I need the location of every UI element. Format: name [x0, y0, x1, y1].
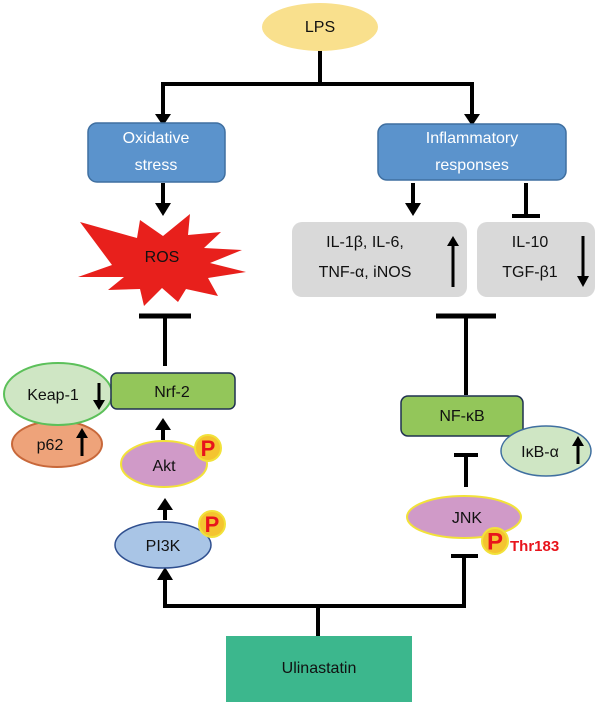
- node-keap1[interactable]: Keap-1: [3, 362, 113, 426]
- node-pi3k[interactable]: PI3K P: [114, 510, 226, 569]
- phosphorylation-icon: [194, 434, 222, 462]
- inflammatory-label-line2: responses: [435, 157, 509, 174]
- phospho-site-label: Thr183: [510, 538, 559, 555]
- pi3k-ellipse: [114, 521, 212, 569]
- arrowhead-to-cytokines-up: [405, 203, 421, 216]
- nrf2-box: [110, 372, 236, 410]
- cytokines-up-line2: TNF-α, iNOS: [319, 264, 412, 281]
- node-ros[interactable]: ROS: [78, 214, 246, 306]
- oxidative-stress-label-line2: stress: [135, 157, 178, 174]
- node-cytokines-up[interactable]: IL-1β, IL-6, TNF-α, iNOS: [292, 222, 467, 297]
- up-arrow-icon: [447, 236, 459, 287]
- oxidative-stress-box: [87, 122, 226, 183]
- phospho-label: P: [201, 436, 216, 461]
- nfkb-box: [400, 395, 524, 437]
- ros-burst-shape: [78, 214, 246, 306]
- phospho-badge: P: [194, 434, 222, 462]
- inflammatory-label-line1: Inflammatory: [426, 130, 518, 147]
- jnk-label: JNK: [452, 510, 483, 527]
- phospho-label: P: [205, 512, 220, 537]
- cytokines-down-line1: IL-10: [512, 234, 549, 251]
- down-arrow-icon: [93, 383, 105, 410]
- inflammatory-responses-box: [377, 123, 567, 181]
- node-akt[interactable]: Akt P: [120, 434, 222, 488]
- cytokines-up-line1: IL-1β, IL-6,: [326, 234, 404, 251]
- lps-label: LPS: [305, 19, 335, 36]
- edge-ulinastatin-split: [163, 556, 466, 608]
- arrowhead-to-inflammatory: [464, 114, 480, 126]
- edge-lps-split: [161, 82, 474, 117]
- arrowhead-to-nrf2: [155, 418, 171, 430]
- akt-ellipse: [120, 440, 208, 488]
- phosphorylation-icon: [198, 510, 226, 538]
- down-arrow-icon: [577, 236, 589, 287]
- arrowhead-to-akt: [157, 498, 173, 510]
- cytokines-up-box: [292, 222, 467, 297]
- node-nrf2[interactable]: Nrf-2: [110, 372, 236, 410]
- node-jnk[interactable]: JNK P Thr183: [406, 495, 559, 555]
- nrf2-label: Nrf-2: [154, 384, 190, 401]
- cytokines-down-box: [477, 222, 595, 297]
- node-nfkb[interactable]: NF-κB: [400, 395, 524, 437]
- connectors: [139, 50, 540, 636]
- p62-label: p62: [37, 437, 64, 454]
- lps-ellipse: [262, 3, 378, 51]
- arrowhead-to-oxidative-stress: [155, 114, 171, 126]
- ulinastatin-box: [226, 636, 412, 702]
- ikba-ellipse: [500, 425, 592, 477]
- arrowhead-to-ros: [155, 203, 171, 216]
- ros-label: ROS: [145, 249, 180, 266]
- phospho-badge: P: [481, 527, 509, 555]
- node-cytokines-down[interactable]: IL-10 TGF-β1: [477, 222, 595, 297]
- arrowhead-to-pi3k: [157, 567, 173, 580]
- phospho-label: P: [487, 528, 503, 555]
- up-arrow-icon: [76, 428, 88, 456]
- node-ikba[interactable]: IκB-α: [500, 425, 592, 477]
- node-lps[interactable]: LPS: [262, 3, 378, 51]
- pi3k-label: PI3K: [146, 538, 181, 555]
- phospho-badge: P: [198, 510, 226, 538]
- nfkb-label: NF-κB: [439, 408, 484, 425]
- cytokines-down-line2: TGF-β1: [502, 264, 558, 281]
- node-p62[interactable]: p62: [11, 420, 103, 468]
- ulinastatin-label: Ulinastatin: [282, 660, 357, 677]
- node-inflammatory-responses[interactable]: Inflammatory responses: [377, 123, 567, 181]
- ikba-label: IκB-α: [521, 444, 559, 461]
- up-arrow-icon: [572, 436, 584, 464]
- oxidative-stress-label-line1: Oxidative: [123, 130, 190, 147]
- phosphorylation-icon: [481, 527, 509, 555]
- akt-label: Akt: [152, 458, 176, 475]
- node-oxidative-stress[interactable]: Oxidative stress: [87, 122, 226, 183]
- node-ulinastatin[interactable]: Ulinastatin: [226, 636, 412, 702]
- keap1-label: Keap-1: [27, 387, 79, 404]
